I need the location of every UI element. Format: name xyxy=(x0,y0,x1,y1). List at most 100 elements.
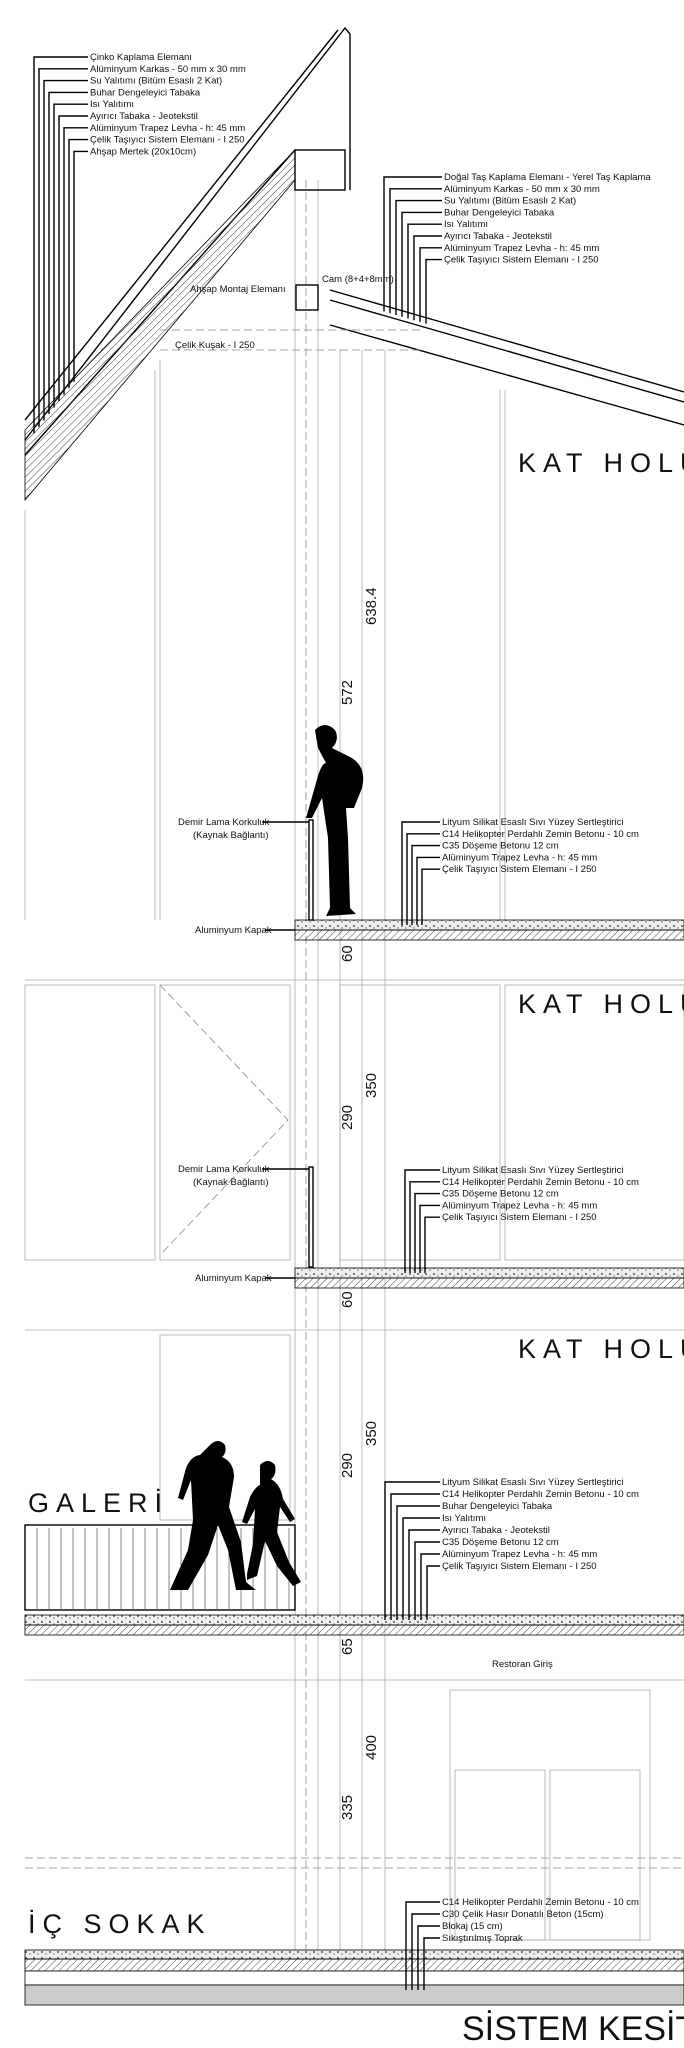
ground-callouts: C14 Helikopter Perdahlı Zemin Betonu - 1… xyxy=(405,1897,639,1990)
svg-text:(Kaynak Bağlantı): (Kaynak Bağlantı) xyxy=(193,830,269,841)
space-label-street: İÇ SOKAK xyxy=(28,1908,212,1939)
leader-line xyxy=(401,821,440,925)
callout-label: C35 Döşeme Betonu 12 cm xyxy=(442,841,559,852)
callout-label: Lityum Silikat Esaslı Sıvı Yüzey Sertleş… xyxy=(442,817,623,828)
leader-line xyxy=(426,1565,440,1620)
svg-text:60: 60 xyxy=(339,945,356,962)
callout-label: Sıkıştırılmış Toprak xyxy=(442,1933,523,1944)
leader-line xyxy=(424,1216,440,1273)
space-label-hall-3: KAT HOLÜ xyxy=(518,1334,684,1364)
callout-label: Su Yalıtımı (Bitüm Esaslı 2 Kat) xyxy=(90,76,222,87)
callout-label: Ayırıcı Tabaka - Jeotekstil xyxy=(444,231,552,242)
callout-label: Isı Yalıtımı xyxy=(442,1513,486,1524)
space-label-gallery: GALERİ xyxy=(28,1487,169,1518)
svg-text:Aluminyum Kapak: Aluminyum Kapak xyxy=(195,925,272,936)
svg-text:350: 350 xyxy=(363,1421,380,1446)
leader-line xyxy=(48,91,88,415)
callout-label: Çinko Kaplama Elemanı xyxy=(90,52,192,63)
leader-line xyxy=(58,115,88,402)
callout-label: Çelik Taşıyıcı Sistem Elemanı - I 250 xyxy=(442,864,597,875)
leader-line xyxy=(420,1553,440,1620)
callout-label: Çelik Taşıyıcı Sistem Elemanı - I 250 xyxy=(444,255,599,266)
svg-text:638.4: 638.4 xyxy=(363,587,380,625)
leader-line xyxy=(416,856,440,925)
railing-callouts: Demir Lama Korkuluk (Kaynak Bağlantı) De… xyxy=(178,817,309,1284)
callout-label: C35 Döşeme Betonu 12 cm xyxy=(442,1189,559,1200)
glass-label: Cam (8+4+8mm) xyxy=(322,274,394,285)
leader-line xyxy=(68,138,88,389)
callout-label: C14 Helikopter Perdahlı Zemin Betonu - 1… xyxy=(442,829,639,840)
leader-line xyxy=(383,176,442,312)
svg-text:290: 290 xyxy=(339,1453,356,1478)
leader-line xyxy=(407,223,442,319)
leader-line xyxy=(53,103,88,408)
callout-label: Su Yalıtımı (Bitüm Esaslı 2 Kat) xyxy=(444,196,576,207)
callout-label: Alüminyum Karkas - 50 mm x 30 mm xyxy=(444,184,600,195)
callout-label: Lityum Silikat Esaslı Sıvı Yüzey Sertleş… xyxy=(442,1165,623,1176)
leader-line xyxy=(414,1541,440,1620)
leader-line xyxy=(395,199,442,316)
floor1-callouts: Lityum Silikat Esaslı Sıvı Yüzey Sertleş… xyxy=(401,817,639,925)
svg-text:Aluminyum Kapak: Aluminyum Kapak xyxy=(195,1273,272,1284)
leader-line xyxy=(63,127,88,395)
svg-text:(Kaynak Bağlantı): (Kaynak Bağlantı) xyxy=(193,1177,269,1188)
callout-label: Alüminyum Trapez Levha - h: 45 mm xyxy=(444,243,599,254)
leader-line xyxy=(384,1481,440,1620)
callout-label: C14 Helikopter Perdahlı Zemin Betonu - 1… xyxy=(442,1489,639,1500)
svg-text:400: 400 xyxy=(363,1735,380,1760)
leader-line xyxy=(390,1493,440,1620)
callout-label: Alüminyum Karkas - 50 mm x 30 mm xyxy=(90,64,246,75)
svg-text:Demir Lama Korkuluk: Demir Lama Korkuluk xyxy=(178,1164,270,1175)
callout-label: Ahşap Mertek (20x10cm) xyxy=(90,146,196,157)
leader-line xyxy=(38,68,88,427)
restaurant-entrance-label: Restoran Giriş xyxy=(492,1659,553,1670)
leader-line xyxy=(405,1901,440,1990)
leader-line xyxy=(409,1181,440,1273)
leader-line xyxy=(413,235,442,321)
callout-label: C14 Helikopter Perdahlı Zemin Betonu - 1… xyxy=(442,1177,639,1188)
callout-label: Buhar Dengeleyici Tabaka xyxy=(444,207,555,218)
dimensions: 572 638.4 60 290 350 60 290 350 65 335 4… xyxy=(339,587,380,1820)
leader-line xyxy=(411,1913,440,1990)
svg-text:572: 572 xyxy=(339,680,356,705)
callout-label: Ayırıcı Tabaka - Jeotekstil xyxy=(90,111,198,122)
leader-line xyxy=(401,211,442,317)
leader-line xyxy=(406,833,440,925)
roof-right-callouts: Doğal Taş Kaplama Elemanı - Yerel Taş Ka… xyxy=(383,172,651,324)
leader-line xyxy=(423,1937,440,1990)
leader-line xyxy=(411,844,440,925)
space-label-hall-1: KAT HOLÜ xyxy=(518,448,684,478)
leader-line xyxy=(419,247,442,322)
leader-line xyxy=(396,1505,440,1620)
leader-line xyxy=(408,1529,440,1620)
callout-label: Ayırıcı Tabaka - Jeotekstil xyxy=(442,1525,550,1536)
floor2-callouts: Lityum Silikat Esaslı Sıvı Yüzey Sertleş… xyxy=(404,1165,639,1273)
callout-label: C30 Çelik Hasır Donatılı Beton (15cm) xyxy=(442,1909,604,1920)
callout-label: C14 Helikopter Perdahlı Zemin Betonu - 1… xyxy=(442,1897,639,1908)
svg-text:60: 60 xyxy=(339,1291,356,1308)
callout-label: Doğal Taş Kaplama Elemanı - Yerel Taş Ka… xyxy=(444,172,651,183)
space-label-hall-2: KAT HOLÜ xyxy=(518,989,684,1019)
callout-label: Çelik Taşıyıcı Sistem Elemanı - I 250 xyxy=(442,1561,597,1572)
callout-label: Çelik Taşıyıcı Sistem Elemanı - I 250 xyxy=(90,135,245,146)
callout-label: Isı Yalıtımı xyxy=(444,219,488,230)
wood-mount-label: Ahşap Montaj Elemanı xyxy=(190,284,286,295)
drawing-title: SİSTEM KESİTİ xyxy=(462,2010,684,2048)
leader-line xyxy=(389,188,442,314)
leader-line xyxy=(419,1204,440,1273)
callout-label: Alüminyum Trapez Levha - h: 45 mm xyxy=(442,1200,597,1211)
svg-text:350: 350 xyxy=(363,1073,380,1098)
callout-label: Alüminyum Trapez Levha - h: 45 mm xyxy=(442,852,597,863)
leader-line xyxy=(421,868,440,925)
callout-label: Alüminyum Trapez Levha - h: 45 mm xyxy=(90,123,245,134)
callout-label: Alüminyum Trapez Levha - h: 45 mm xyxy=(442,1549,597,1560)
steel-belt-label: Çelik Kuşak - I 250 xyxy=(175,340,255,351)
person-silhouette xyxy=(170,725,364,1590)
callout-label: Buhar Dengeleyici Tabaka xyxy=(442,1501,553,1512)
roof xyxy=(24,26,684,502)
callout-label: Lityum Silikat Esaslı Sıvı Yüzey Sertleş… xyxy=(442,1477,623,1488)
svg-text:290: 290 xyxy=(339,1105,356,1130)
svg-text:335: 335 xyxy=(339,1795,356,1820)
callout-label: Çelik Taşıyıcı Sistem Elemanı - I 250 xyxy=(442,1212,597,1223)
